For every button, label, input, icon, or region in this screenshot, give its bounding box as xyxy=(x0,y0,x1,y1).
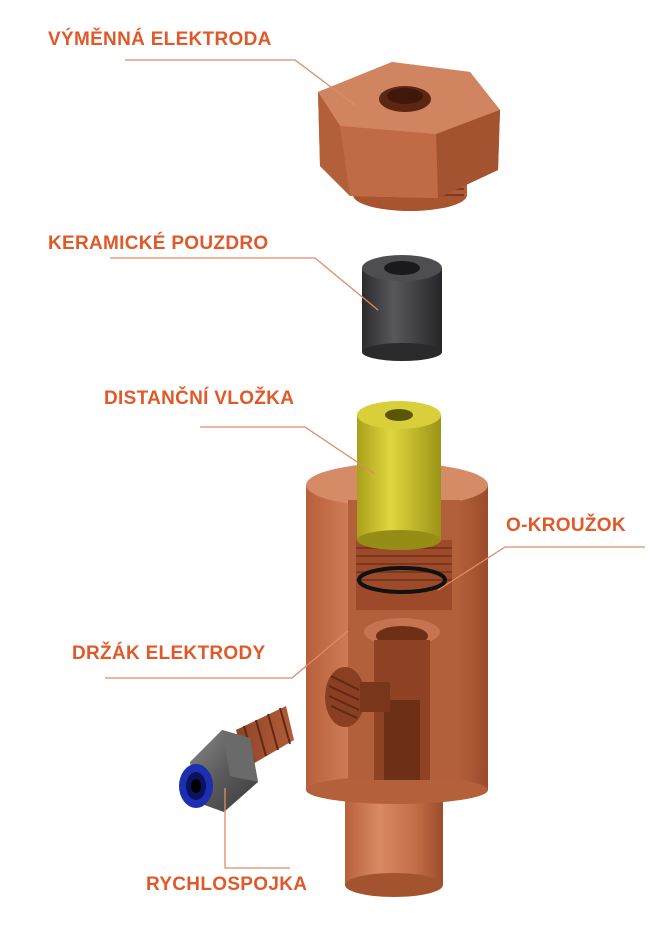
electrode-part xyxy=(318,62,500,211)
leader-holder xyxy=(105,630,349,679)
label-ceramic-sleeve: KERAMICKÉ POUZDRO xyxy=(48,233,269,254)
label-spacer: DISTANČNÍ VLOŽKA xyxy=(104,388,295,409)
label-holder: DRŽÁK ELEKTRODY xyxy=(72,643,266,664)
leader-electrode xyxy=(125,59,356,106)
leader-coupling xyxy=(224,788,290,869)
quick-coupling-part xyxy=(179,706,294,812)
label-electrode: VÝMĚNNÁ ELEKTRODA xyxy=(48,29,272,50)
leader-oring xyxy=(437,546,645,591)
leader-lines xyxy=(105,59,645,869)
label-quick-coupling: RYCHLOSPOJKA xyxy=(146,874,308,895)
spacer-part xyxy=(357,401,441,550)
leader-spacer xyxy=(200,426,376,475)
ceramic-sleeve-part xyxy=(362,255,442,361)
o-ring-part xyxy=(357,566,447,594)
label-o-ring: O-KROUŽOK xyxy=(506,515,626,536)
leader-ceramic xyxy=(110,257,379,311)
